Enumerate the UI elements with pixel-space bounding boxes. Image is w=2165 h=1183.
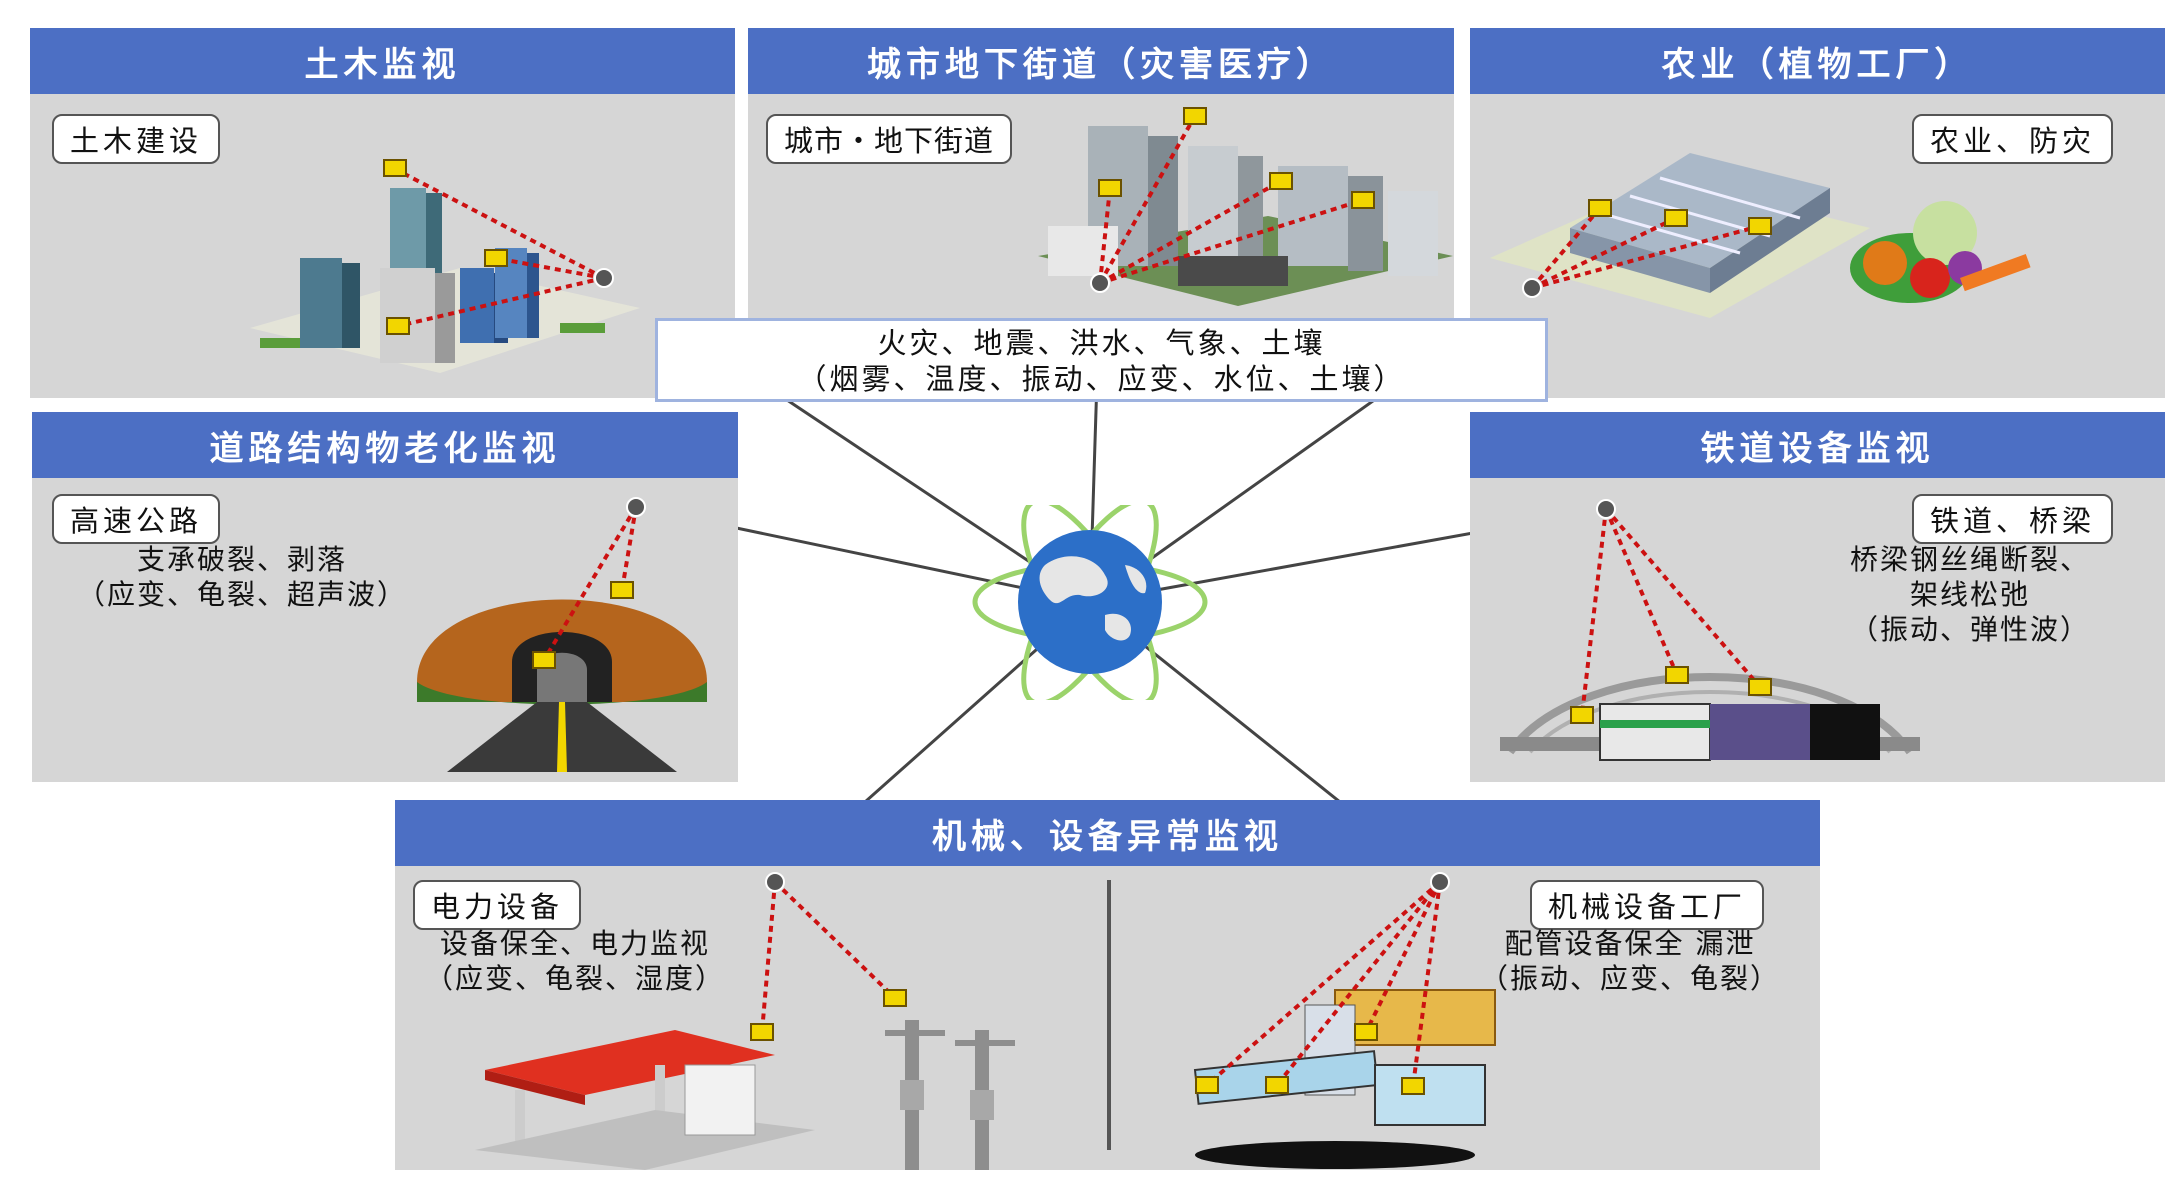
environment-monitoring-box: 火灾、地震、洪水、气象、土壤 （烟雾、温度、振动、应变、水位、土壤） bbox=[655, 318, 1548, 402]
panel-divider bbox=[1107, 880, 1111, 1150]
sensor-links bbox=[383, 159, 605, 335]
category-label: 农业、防灾 bbox=[1912, 114, 2114, 164]
category-label: 城市・地下街道 bbox=[766, 114, 1013, 164]
globe-icon bbox=[972, 505, 1208, 700]
hazards-line: 火灾、地震、洪水、气象、土壤 bbox=[877, 326, 1326, 360]
category-label-factory: 机械设备工厂 bbox=[1530, 880, 1765, 930]
panel-road-structures: 道路结构物老化监视 高速公路 支承破裂、剥落 （应变、龟裂、超声波） bbox=[32, 412, 738, 782]
sensor-links bbox=[1098, 107, 1375, 285]
panel-title: 城市地下街道（灾害医疗） bbox=[748, 28, 1454, 94]
sensor-links bbox=[1570, 507, 1772, 724]
measurements-line: （烟雾、温度、振动、应变、水位、土壤） bbox=[797, 362, 1406, 396]
description: 支承破裂、剥落 （应变、龟裂、超声波） bbox=[76, 543, 407, 611]
power-station-illustration bbox=[475, 1020, 1015, 1170]
city-illustration bbox=[1038, 126, 1453, 306]
category-label: 土木建设 bbox=[52, 114, 221, 164]
category-label: 铁道、桥梁 bbox=[1912, 494, 2114, 544]
description-power: 设备保全、电力监视 （应变、龟裂、湿度） bbox=[424, 927, 725, 995]
description: 桥梁钢丝绳断裂、 架线松弛 （振动、弹性波） bbox=[1849, 543, 2090, 646]
buildings-illustration bbox=[250, 188, 640, 373]
panel-title: 农业（植物工厂） bbox=[1470, 28, 2165, 94]
sensor-links bbox=[1530, 199, 1772, 290]
panel-civil-monitoring: 土木监视 土木建设 bbox=[30, 28, 735, 398]
panel-machinery: 机械、设备异常监视 电力设备 设备保全、电力监视 （应变、龟裂、湿度） 机械设备… bbox=[395, 800, 1820, 1170]
panel-agriculture: 农业（植物工厂） 农业、防灾 bbox=[1470, 28, 2165, 398]
panel-title: 铁道设备监视 bbox=[1470, 412, 2165, 478]
description-factory: 配管设备保全 漏泄 （振动、应变、龟裂） bbox=[1479, 927, 1780, 995]
panel-title: 道路结构物老化监视 bbox=[32, 412, 738, 478]
panel-title: 机械、设备异常监视 bbox=[395, 800, 1820, 866]
bridge-train-illustration bbox=[1500, 673, 1920, 761]
panel-railway: 铁道设备监视 铁道、桥梁 桥梁钢丝绳断裂、 架线松弛 （振动、弹性波） bbox=[1470, 412, 2165, 782]
sensor-links bbox=[750, 880, 1442, 1095]
category-label-power: 电力设备 bbox=[413, 880, 582, 930]
sensor-links bbox=[532, 505, 638, 669]
tunnel-illustration bbox=[417, 599, 707, 772]
panel-title: 土木监视 bbox=[30, 28, 735, 94]
category-label: 高速公路 bbox=[52, 494, 221, 544]
